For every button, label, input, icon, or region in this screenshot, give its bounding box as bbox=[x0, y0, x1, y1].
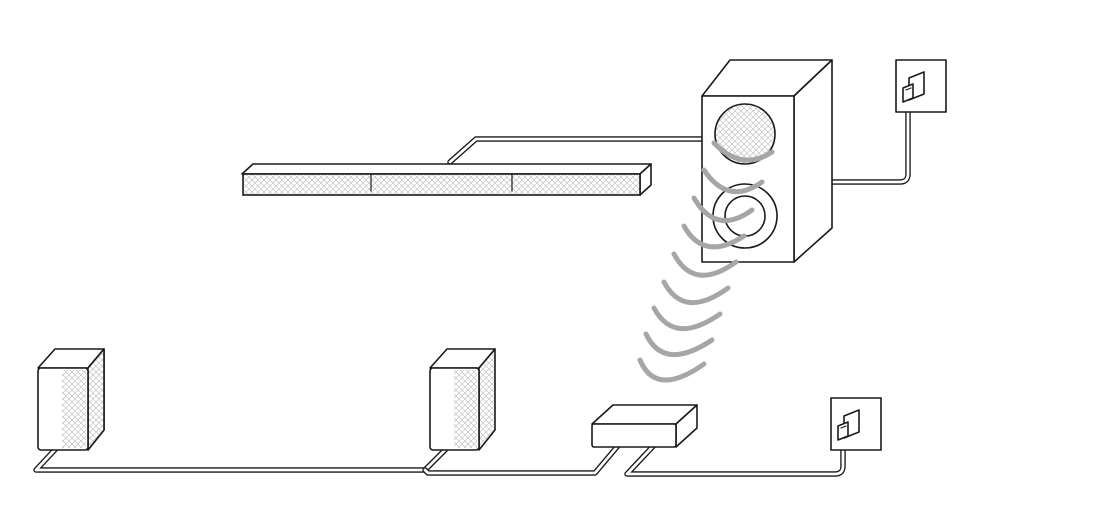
cable-receiver-power bbox=[624, 429, 846, 477]
cable-subwoofer-power bbox=[830, 91, 911, 185]
subwoofer-upper-driver bbox=[714, 103, 776, 165]
cable-soundbar-to-subwoofer bbox=[447, 136, 709, 165]
subwoofer bbox=[701, 59, 833, 263]
rear-speaker-right bbox=[429, 348, 496, 451]
cable-rear-speakers-to-receiver bbox=[33, 437, 625, 476]
wall-outlet-icon bbox=[830, 397, 882, 451]
soundbar bbox=[241, 163, 652, 196]
rear-speaker-left bbox=[37, 348, 105, 451]
wall-outlet-icon bbox=[895, 59, 947, 113]
wireless-signal-icon bbox=[637, 140, 775, 383]
wireless-receiver bbox=[591, 404, 698, 448]
